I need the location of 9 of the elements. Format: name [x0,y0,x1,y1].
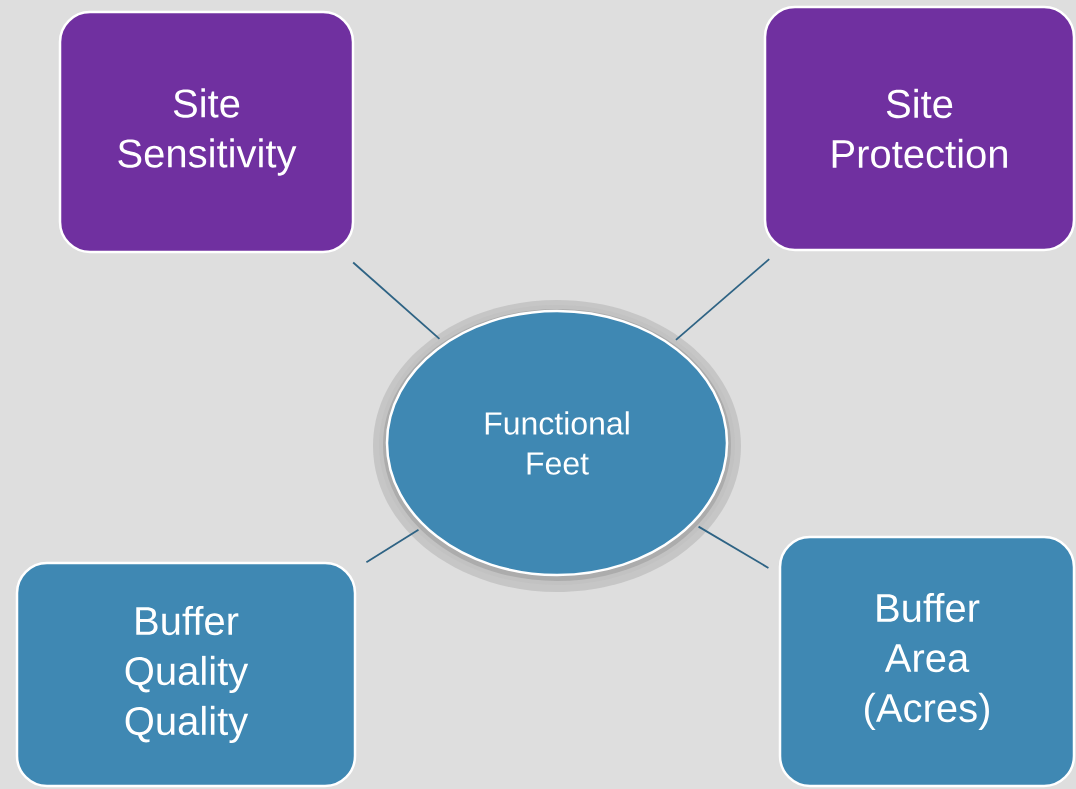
rounded-box: Buffer Area (Acres) [778,535,1076,788]
circle-node: Functional Feet [373,300,741,592]
connector-line [675,258,771,341]
rounded-box: Site Sensitivity [58,10,355,254]
rounded-box: Buffer Quality Quality [15,561,357,788]
connector-line [365,528,420,564]
rounded-box: Site Protection [763,5,1076,252]
connector-line [352,261,441,340]
connector-line [697,525,770,569]
